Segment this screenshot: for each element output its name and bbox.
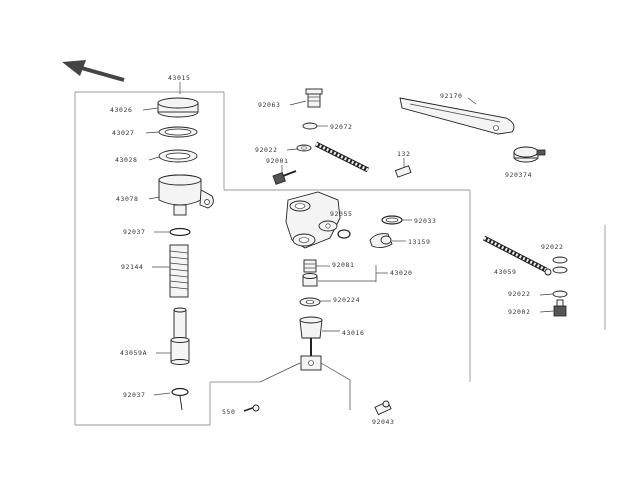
- label-92055: 92055: [330, 210, 353, 218]
- label-92043: 92043: [372, 418, 395, 426]
- circlip-upper: [169, 227, 191, 237]
- dust-boot: [299, 316, 323, 339]
- master-cylinder-group-frame: [74, 91, 471, 426]
- label-92022-right-upper: 92022: [541, 243, 564, 251]
- diaphragm: [158, 149, 198, 163]
- label-92144: 92144: [121, 263, 144, 271]
- washer-right-lower: [552, 290, 568, 298]
- label-920374: 920374: [505, 171, 532, 179]
- caliper-body: [285, 191, 341, 249]
- label-43028: 43028: [115, 156, 138, 164]
- label-92037-upper: 92037: [123, 228, 146, 236]
- label-920224: 920224: [333, 296, 360, 304]
- washer-right-upper: [552, 256, 568, 274]
- banjo-bolt: [272, 170, 297, 185]
- piston-cup: [369, 233, 393, 249]
- label-43020: 43020: [390, 269, 413, 277]
- banjo-bolt-right: [553, 299, 567, 317]
- spring: [169, 244, 189, 298]
- clevis-pin: [374, 400, 392, 416]
- caliper-piston: [302, 273, 318, 287]
- label-550: 550: [222, 408, 236, 416]
- label-43078: 43078: [116, 195, 139, 203]
- bleeder-cap: [302, 122, 318, 130]
- label-43059A: 43059A: [120, 349, 147, 357]
- cap-plate: [158, 126, 198, 138]
- pivot-screw: [243, 404, 260, 412]
- bleeder-screw: [305, 88, 323, 108]
- label-43016: 43016: [342, 329, 365, 337]
- label-92001: 92001: [266, 157, 289, 165]
- brake-hose-lower: [482, 235, 552, 276]
- master-cylinder-body: [158, 174, 214, 216]
- piston-spring: [303, 259, 317, 273]
- front-arrow-icon: [62, 60, 125, 82]
- label-92072: 92072: [330, 123, 353, 131]
- push-rod: [259, 338, 351, 410]
- label-92063: 92063: [258, 101, 281, 109]
- washer-center: [296, 144, 312, 152]
- spacer-washer: [299, 297, 321, 307]
- label-92170: 92170: [440, 92, 463, 100]
- label-92022-right-lower: 92022: [508, 290, 531, 298]
- label-92037-lower: 92037: [123, 391, 146, 399]
- label-92022-center: 92022: [255, 146, 278, 154]
- brake-hose-upper: [314, 141, 370, 173]
- clip-920374: [513, 146, 546, 163]
- label-92002: 92002: [508, 308, 531, 316]
- label-43015: 43015: [168, 74, 191, 82]
- label-92033: 92033: [414, 217, 437, 225]
- piston-assembly: [170, 307, 190, 365]
- circlip-lower: [171, 387, 189, 411]
- seal: [381, 215, 403, 225]
- o-ring: [337, 229, 351, 239]
- label-43059: 43059: [494, 268, 517, 276]
- hose-clamp-strap: [399, 97, 515, 135]
- label-43027: 43027: [112, 129, 135, 137]
- label-92081: 92081: [332, 261, 355, 269]
- bolt-132: [394, 165, 412, 178]
- label-132: 132: [397, 150, 411, 158]
- label-13159: 13159: [408, 238, 431, 246]
- reservoir-cap: [157, 97, 199, 118]
- label-43026: 43026: [110, 106, 133, 114]
